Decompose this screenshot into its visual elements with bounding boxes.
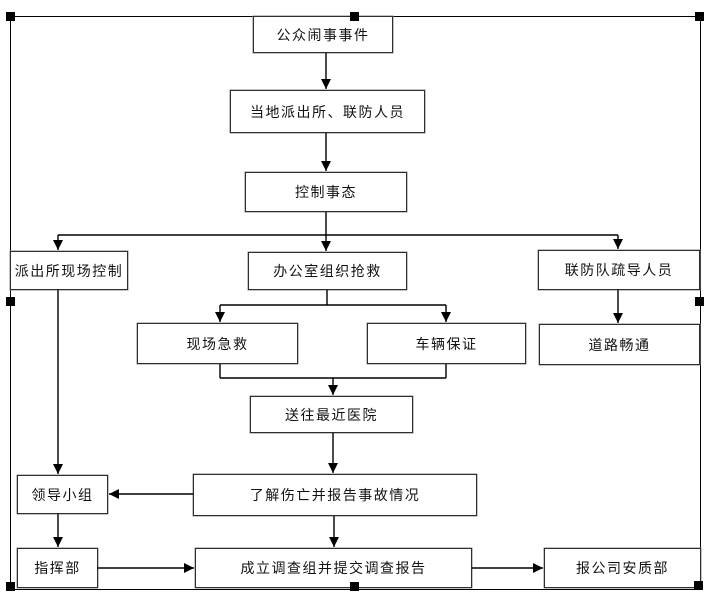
selection-handle-top-center[interactable]	[350, 12, 359, 21]
node-report-company-safety-dept[interactable]: 报公司安质部	[544, 548, 701, 588]
node-station-site-control[interactable]: 派出所现场控制	[10, 251, 128, 290]
node-control-situation[interactable]: 控制事态	[245, 172, 407, 212]
selection-handle-middle-right[interactable]	[695, 297, 704, 306]
selection-handle-middle-left[interactable]	[6, 297, 15, 306]
selection-handle-bottom-left[interactable]	[6, 582, 15, 591]
node-road-clear[interactable]: 道路畅通	[539, 324, 700, 365]
node-report-casualties[interactable]: 了解伤亡并报告事故情况	[193, 474, 477, 516]
node-public-disturbance-event[interactable]: 公众闹事事件	[253, 16, 393, 53]
node-command-post[interactable]: 指挥部	[17, 548, 98, 588]
node-leadership-group[interactable]: 领导小组	[17, 475, 108, 514]
selection-handle-bottom-center[interactable]	[350, 582, 359, 591]
selection-handle-top-right[interactable]	[695, 12, 704, 21]
node-office-organize-rescue[interactable]: 办公室组织抢救	[248, 252, 407, 290]
node-investigation-team-report[interactable]: 成立调查组并提交调查报告	[195, 548, 472, 588]
node-joint-defense-guide-people[interactable]: 联防队疏导人员	[538, 250, 700, 290]
node-vehicle-guarantee[interactable]: 车辆保证	[367, 323, 526, 364]
node-local-police-joint-defense[interactable]: 当地派出所、联防人员	[230, 90, 425, 133]
selection-handle-top-left[interactable]	[6, 12, 15, 21]
node-send-nearest-hospital[interactable]: 送往最近医院	[250, 396, 413, 433]
node-onsite-first-aid[interactable]: 现场急救	[137, 323, 298, 364]
selection-handle-bottom-right[interactable]	[694, 581, 703, 590]
